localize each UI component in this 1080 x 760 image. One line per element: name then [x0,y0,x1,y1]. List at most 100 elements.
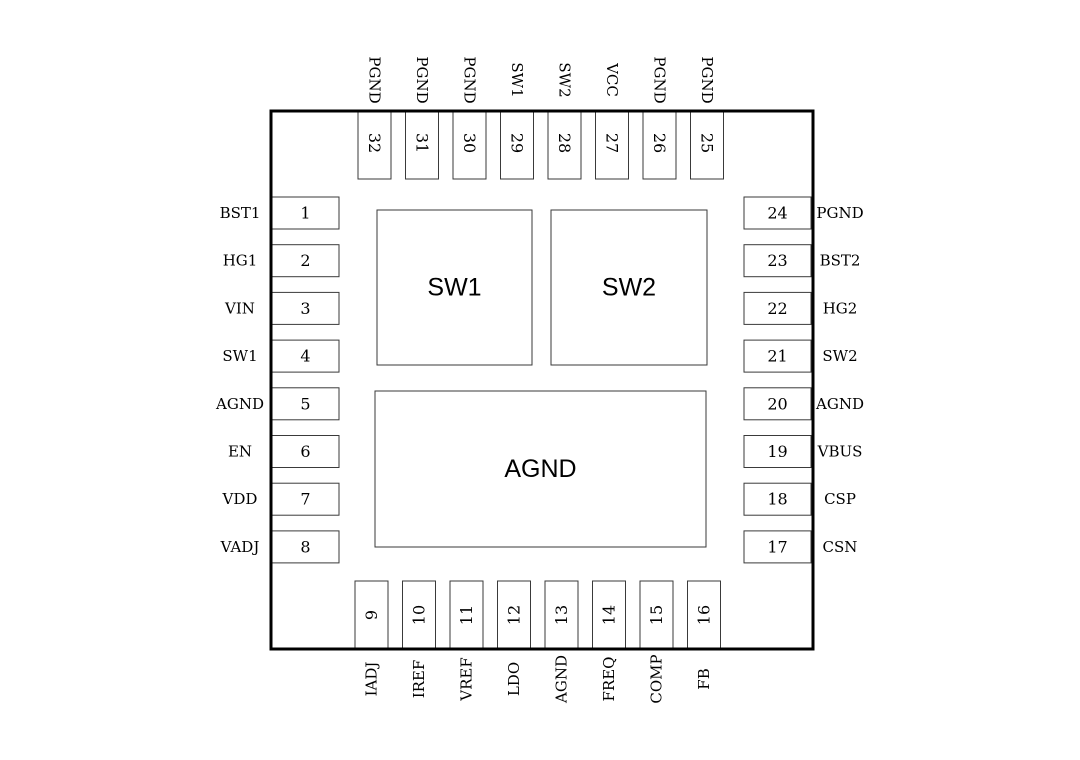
pin-26: 26 PGND [642,56,677,180]
pin-number: 19 [767,442,787,461]
pin-pad [592,580,626,649]
pin-pad [544,580,579,649]
pin-number: 12 [505,605,524,625]
pin-name: CSN [823,538,858,556]
pin-number: 29 [508,133,527,153]
pin-pad [743,482,812,516]
pin-number: 26 [650,133,669,153]
exposed-pad-agnd-label: AGND [504,455,576,483]
pin-pad [547,111,582,180]
pin-name: FREQ [600,657,618,702]
pin-number: 30 [460,133,479,153]
pin-name: SW1 [222,347,257,365]
pin-name: IREF [410,660,428,699]
exposed-pad-agnd: AGND [374,390,707,548]
pin-name: BST2 [820,252,861,270]
pin-pad [687,580,721,649]
pin-number: 31 [413,133,432,153]
pin-6: 6 EN [228,435,340,468]
pin-pad [743,339,812,373]
pin-29: 29 SW1 [500,62,534,180]
pin-number: 13 [552,605,571,625]
pin-number: 20 [767,394,787,413]
pin-28: 28 SW2 [547,62,582,180]
pin-number: 3 [300,299,310,318]
exposed-pad-sw1-label: SW1 [427,274,481,302]
pin-number: 17 [767,537,787,556]
pin-pad [595,111,629,180]
pin-name: SW1 [508,62,526,97]
pin-3: 3 VIN [224,291,340,325]
pin-pad [402,580,436,649]
pin-number: 7 [300,490,310,509]
pin-name: SW2 [822,347,857,365]
pin-32: 32 PGND [357,56,392,180]
package-outline [269,109,815,651]
pin-pad [271,530,340,564]
pin-name: PGND [816,204,863,222]
pin-number: 11 [457,605,476,625]
exposed-pad-agnd-outline [374,390,707,548]
exposed-pad-sw1: SW1 [376,209,533,366]
pin-name: PGND [413,56,431,103]
pin-pad [271,196,340,230]
pin-pad [449,580,484,649]
pin-number: 32 [365,133,384,153]
pin-pad [452,111,487,180]
exposed-pad-sw2: SW2 [550,209,708,366]
pin-name: HG2 [823,299,858,317]
pin-number: 5 [300,394,310,413]
pin-name: FB [695,668,713,689]
pin-number: 14 [600,605,619,625]
exposed-pad-sw2-outline [550,209,708,366]
pin-number: 24 [767,204,787,223]
pin-name: VIN [224,299,255,317]
pin-pad [642,111,677,180]
pin-name: LDO [505,662,523,696]
pin-name: IADJ [363,662,381,697]
pin-pad [271,387,340,421]
pin-number: 9 [362,610,381,620]
pin-number: 18 [767,490,787,509]
pin-number: 28 [555,133,574,153]
pin-pad [690,111,724,180]
pin-number: 8 [300,537,310,556]
pin-number: 23 [767,251,787,270]
pin-pad [639,580,674,649]
pin-name: PGND [651,56,669,103]
pin-pad [743,530,812,564]
pin-name: EN [228,443,252,461]
pin-pad [497,580,531,649]
pin-pad [743,196,812,230]
pin-name: PGND [366,56,384,103]
pin-name: VDD [222,490,258,508]
pin-number: 1 [300,204,310,223]
pin-name: VADJ [220,538,260,556]
pin-pad [743,244,812,278]
pin-name: CSP [824,490,856,508]
pin-number: 10 [410,605,429,625]
pin-number: 6 [300,442,310,461]
pin-name: VCC [603,62,621,97]
pin-name: COMP [648,654,666,703]
pin-18: 18 CSP [743,482,856,516]
exposed-pad-sw1-outline [376,209,533,366]
pin-pad [271,339,340,373]
pin-name: SW2 [556,62,574,97]
pin-23: 23 BST2 [743,244,861,278]
